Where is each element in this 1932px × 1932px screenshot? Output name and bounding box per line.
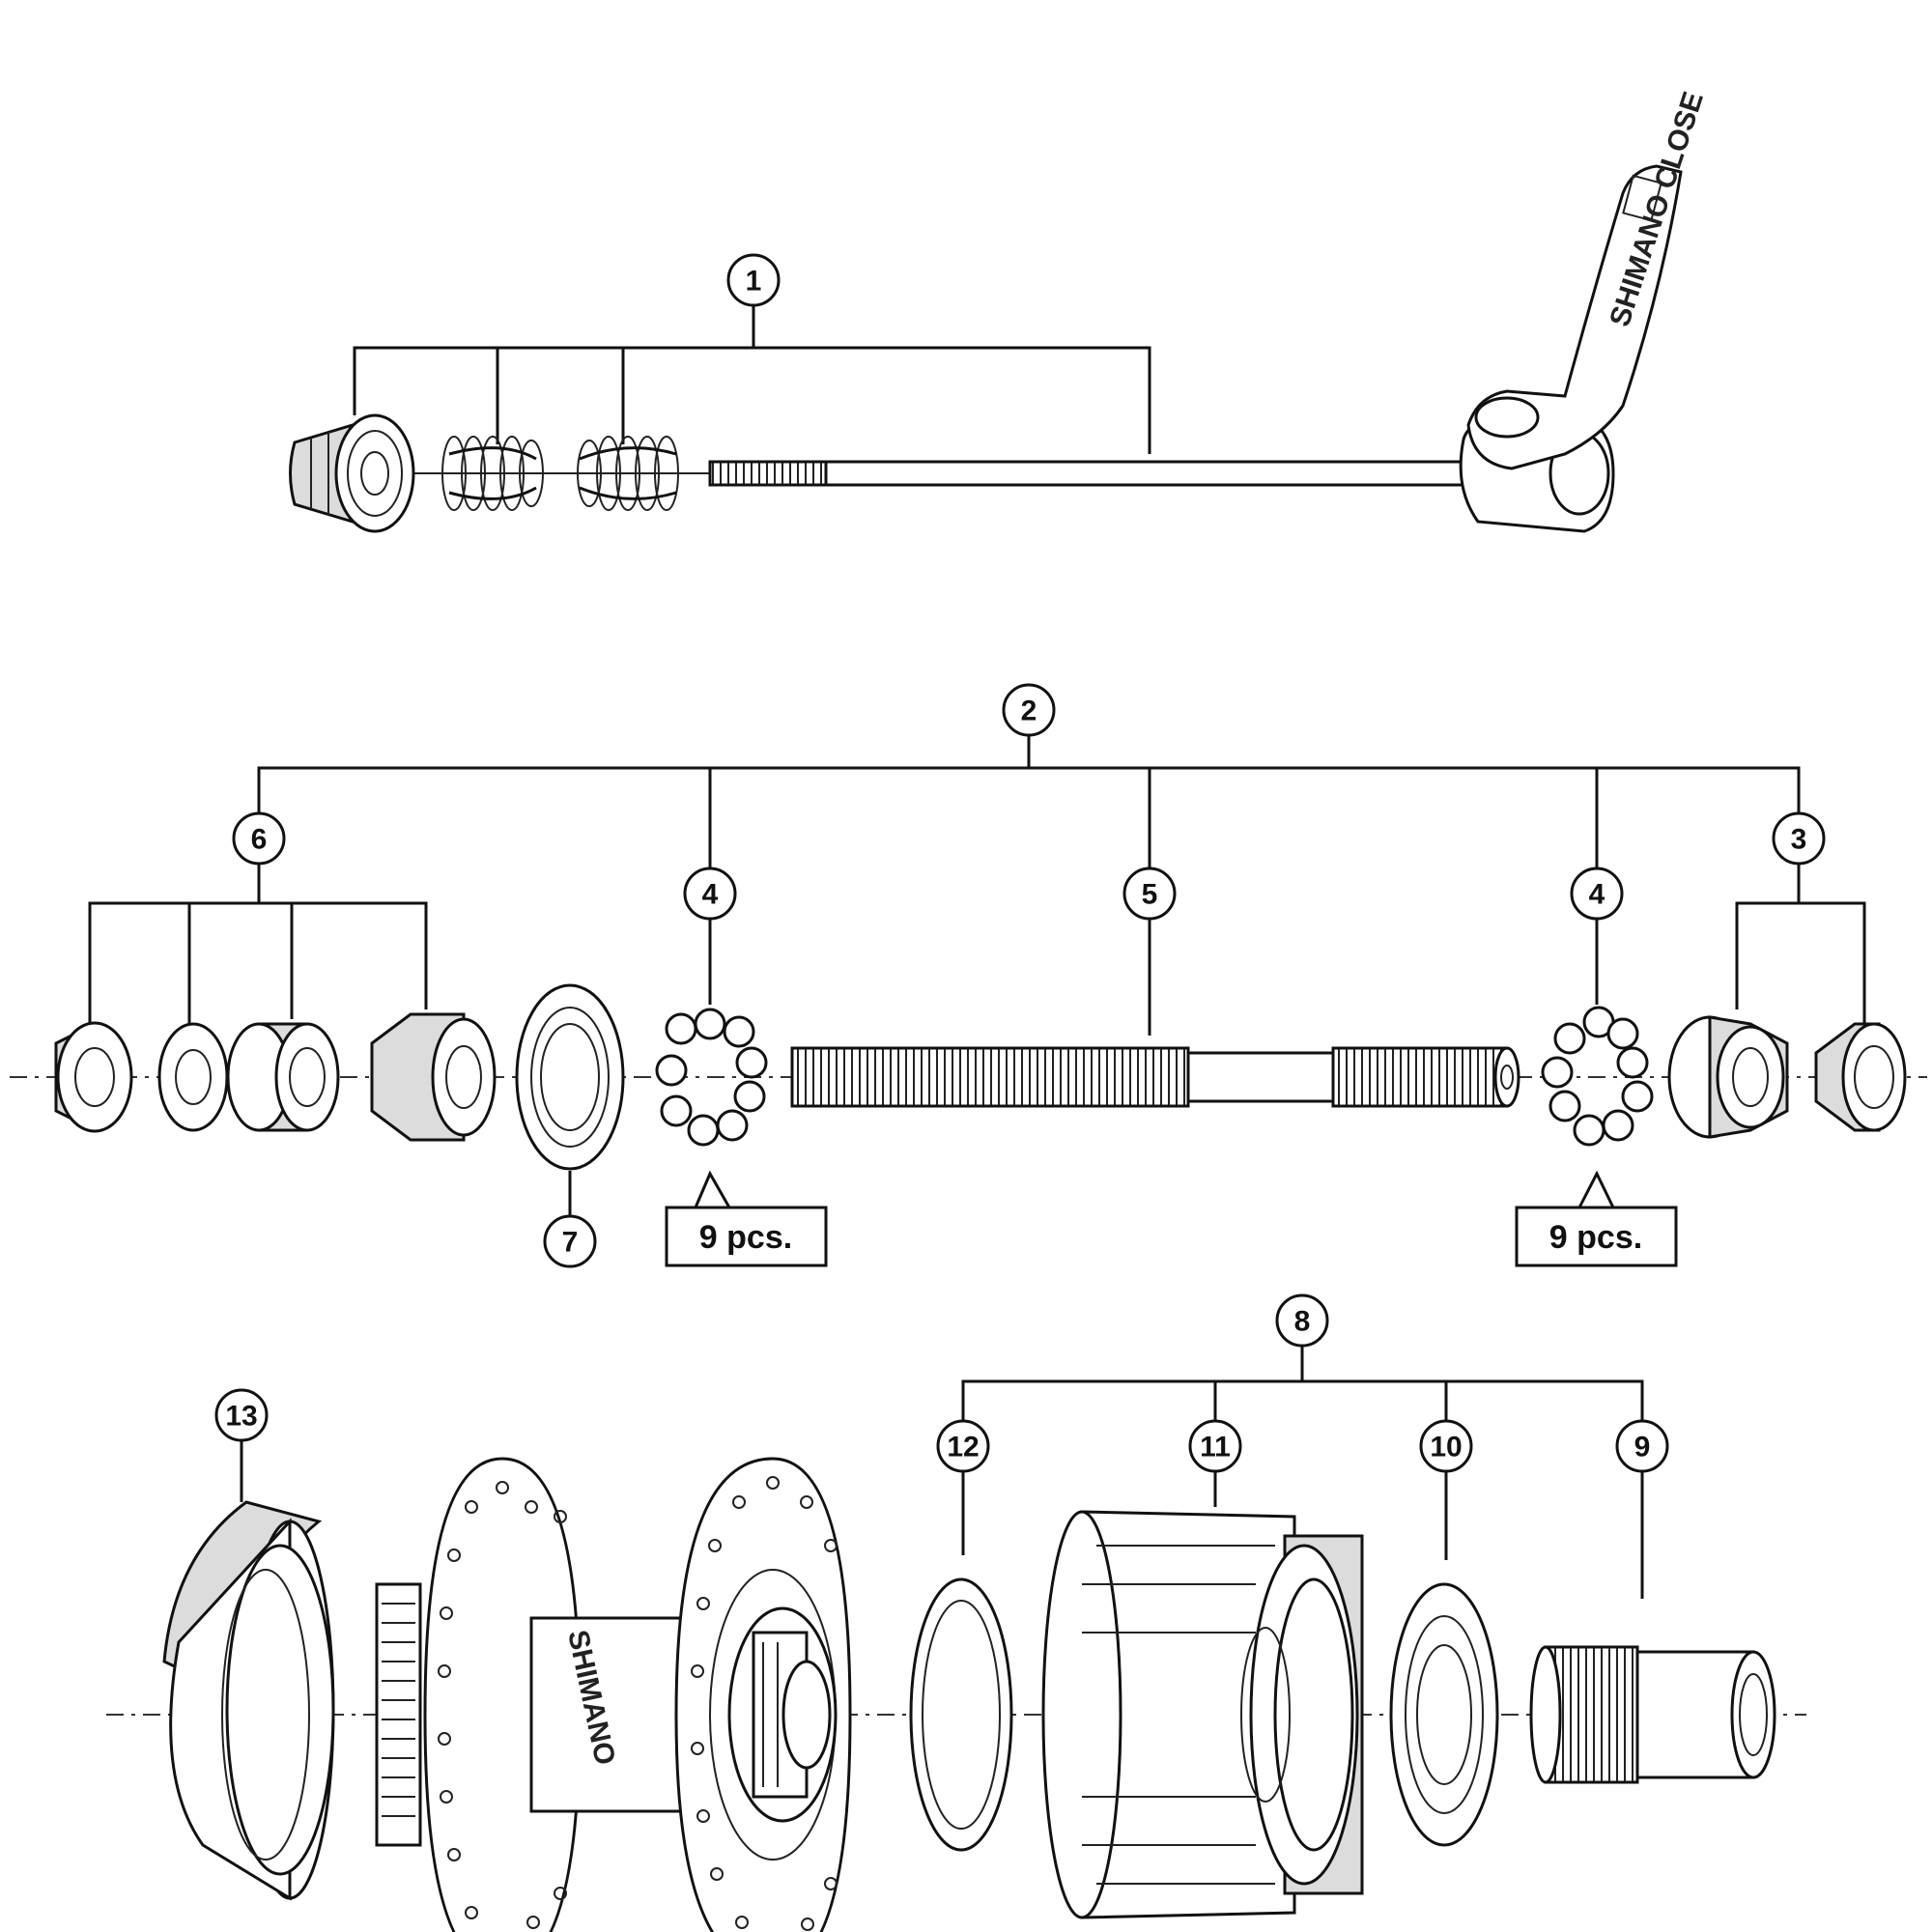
quantity-label: 9 pcs. [1515,1170,1678,1267]
svg-text:9 pcs.: 9 pcs. [1549,1219,1642,1256]
callout-2: 2 [1002,683,1056,737]
dust-cap [515,983,625,1171]
callout-1: 1 [726,253,781,307]
callout-3-bracket [1735,864,1866,1024]
hub-axle [790,1046,1520,1108]
svg-text:4: 4 [1589,879,1605,911]
washer [157,1022,229,1132]
callout-9: 9 [1615,1419,1669,1473]
callout-8-bracket [961,1346,1644,1422]
lock-nut [54,1021,133,1133]
quick-release-assembly: 1 [289,88,1710,533]
quick-release-lever: SHIMANO CLOSE [1459,88,1710,533]
callout-11: 11 [1188,1419,1242,1473]
svg-text:1: 1 [746,266,762,298]
svg-text:9 pcs.: 9 pcs. [699,1219,792,1256]
svg-text:5: 5 [1142,879,1158,911]
callout-12: 12 [936,1419,990,1473]
svg-text:11: 11 [1200,1432,1231,1463]
freehub-seal [1389,1582,1499,1847]
callout-2-bracket [257,734,1801,869]
svg-text:13: 13 [225,1401,257,1433]
skewer-spring [577,436,679,511]
svg-text:9: 9 [1634,1432,1651,1463]
spacer [226,1022,340,1132]
svg-text:12: 12 [947,1432,979,1463]
bearing-balls [1541,1006,1654,1147]
callout-3: 3 [1772,811,1826,866]
svg-text:2: 2 [1021,696,1037,727]
callout-7: 7 [543,1214,597,1268]
svg-text:4: 4 [702,879,719,911]
callout-10: 10 [1419,1419,1473,1473]
hub-cone [370,1012,497,1142]
skewer-rod [708,460,1485,487]
callout-13: 13 [214,1388,269,1442]
freehub-fixing-bolt [1529,1645,1776,1784]
spacer-washer [909,1577,1013,1852]
freehub-body [1041,1510,1364,1919]
quantity-label: 9 pcs. [665,1170,828,1267]
svg-text:7: 7 [562,1227,579,1259]
hub-body-assembly: 8 12 11 10 9 13 [106,1293,1806,1932]
callout-6-bracket [88,864,428,1024]
hub-cone [1667,1015,1789,1139]
svg-text:3: 3 [1791,824,1807,856]
callout-8: 8 [1275,1293,1329,1348]
callout-1-bracket [353,304,1151,454]
axle-assembly: 2 6 4 5 4 3 [10,683,1927,1268]
hub-shell: SHIMANO [375,1457,852,1932]
callout-4: 4 [1570,867,1624,921]
callout-4: 4 [683,867,737,921]
serrated-lock-nut [1814,1022,1907,1132]
callout-5: 5 [1122,867,1177,921]
callout-6: 6 [232,811,286,866]
dust-seal [162,1500,335,1901]
skewer-spring [441,436,544,511]
bearing-balls [655,1008,768,1147]
svg-text:10: 10 [1430,1432,1462,1463]
svg-text:6: 6 [251,824,268,856]
skewer-nut [289,413,415,533]
svg-text:8: 8 [1294,1306,1311,1338]
